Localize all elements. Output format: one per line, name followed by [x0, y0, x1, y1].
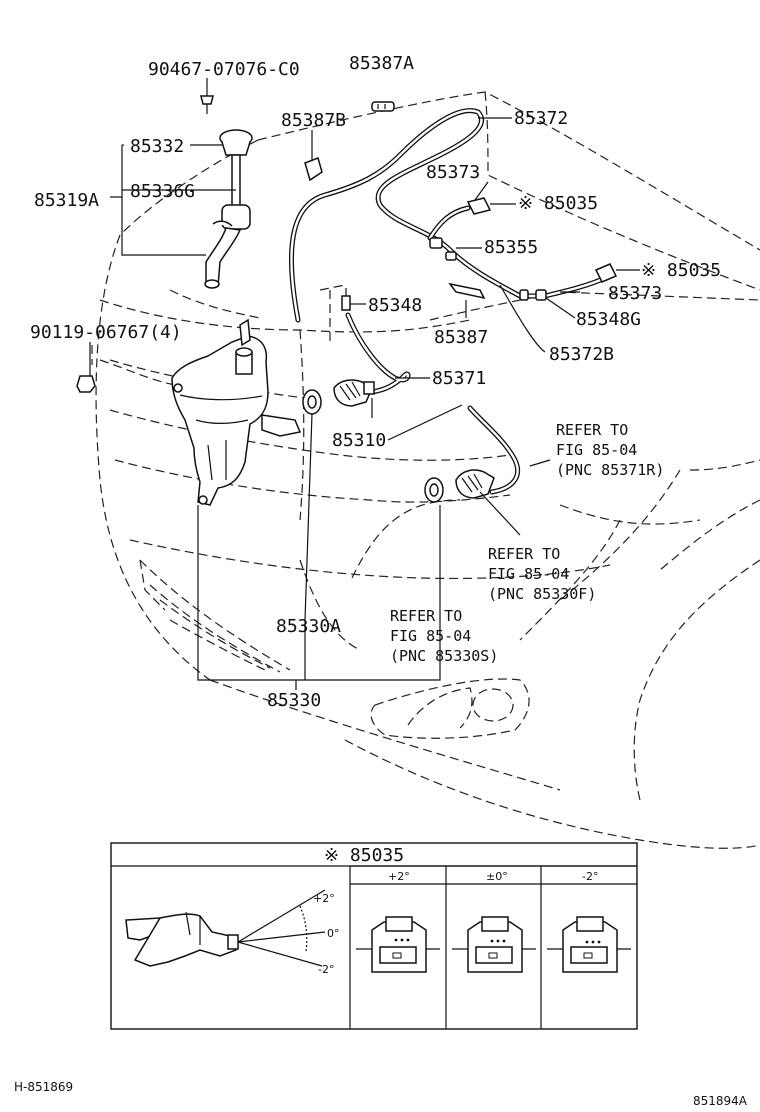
leader-lines — [89, 78, 640, 690]
nozzle-side-view: +2° 0° -2° — [125, 889, 340, 976]
label-85373-lower: 85373 — [608, 283, 662, 304]
label-90119-06767: 90119-06767(4) — [30, 322, 182, 343]
nozzle-front-zero — [452, 916, 536, 973]
inset-col-minus2: -2° — [582, 870, 598, 883]
washer-inlet-assembly — [204, 129, 253, 289]
label-85371: 85371 — [432, 368, 486, 389]
ref-85371R-line2: FIG 85-04 — [556, 441, 637, 459]
angle-zero: 0° — [327, 927, 340, 940]
label-85330A: 85330A — [276, 616, 341, 637]
hose-joint-85355 — [429, 237, 457, 261]
label-85310: 85310 — [332, 430, 386, 451]
hose-joint-85348G — [519, 289, 547, 301]
nozzle-front-minus2 — [547, 916, 631, 973]
washer-pump-grommet — [302, 389, 322, 415]
ref-85330F-line1: REFER TO — [488, 545, 560, 563]
inset-title: ※ 85035 — [324, 845, 404, 866]
washer-hose-85371 — [345, 312, 521, 495]
label-85330: 85330 — [267, 690, 321, 711]
label-85336G: 85336G — [130, 181, 195, 202]
label-85372: 85372 — [514, 108, 568, 129]
label-85348: 85348 — [368, 295, 422, 316]
hose-connector-85348 — [341, 288, 351, 311]
washer-hose-85372 — [288, 108, 543, 323]
inset-col-plus2: +2° — [388, 870, 410, 883]
nozzle-angle-inset: ※ 85035 +2° ±0° -2° +2° 0° -2° — [110, 842, 638, 1030]
vehicle-body-outline — [91, 91, 760, 849]
ref-85371R-line1: REFER TO — [556, 421, 628, 439]
washer-pump-motor — [333, 379, 375, 407]
washer-tank — [171, 318, 302, 506]
hose-clip-85387 — [448, 282, 486, 300]
label-85372B: 85372B — [549, 344, 614, 365]
hose-clamp-85387B — [304, 150, 323, 182]
label-85332: 85332 — [130, 136, 184, 157]
ref-85330S-line1: REFER TO — [390, 607, 462, 625]
footer-left-code: H-851869 — [14, 1080, 73, 1094]
label-85355: 85355 — [484, 237, 538, 258]
label-85373-upper: 85373 — [426, 162, 480, 183]
angle-minus2: -2° — [318, 963, 334, 976]
ref-85330F-line3: (PNC 85330F) — [488, 585, 596, 603]
washer-pump-grommet-2 — [424, 477, 444, 503]
label-85387: 85387 — [434, 327, 488, 348]
inset-col-zero: ±0° — [486, 870, 508, 883]
washer-pump-motor-2 — [455, 469, 495, 499]
bolt-90119 — [76, 375, 96, 393]
ref-85371R-line3: (PNC 85371R) — [556, 461, 664, 479]
label-85387B: 85387B — [281, 110, 346, 131]
label-85319A: 85319A — [34, 190, 99, 211]
washer-nozzle-85035-a — [466, 197, 492, 215]
angle-plus2: +2° — [313, 892, 335, 905]
ref-85330F-line2: FIG 85-04 — [488, 565, 569, 583]
ref-85330S-line3: (PNC 85330S) — [390, 647, 498, 665]
label-85387A: 85387A — [349, 53, 414, 74]
label-85348G: 85348G — [576, 309, 641, 330]
label-90467-07076-C0: 90467-07076-C0 — [148, 59, 300, 80]
label-85035-lower: ※ 85035 — [641, 260, 721, 281]
ref-85330S-line2: FIG 85-04 — [390, 627, 471, 645]
nozzle-front-plus2 — [356, 916, 440, 973]
washer-nozzle-85035-b — [594, 263, 618, 283]
part-labels: 90467-07076-C0 85387A 85387B 85372 85332… — [30, 53, 721, 711]
clip-part — [200, 95, 214, 114]
label-85035-upper: ※ 85035 — [518, 193, 598, 214]
footer-right-code: 851894A — [693, 1094, 748, 1108]
hose-clip-85387A — [371, 101, 395, 112]
